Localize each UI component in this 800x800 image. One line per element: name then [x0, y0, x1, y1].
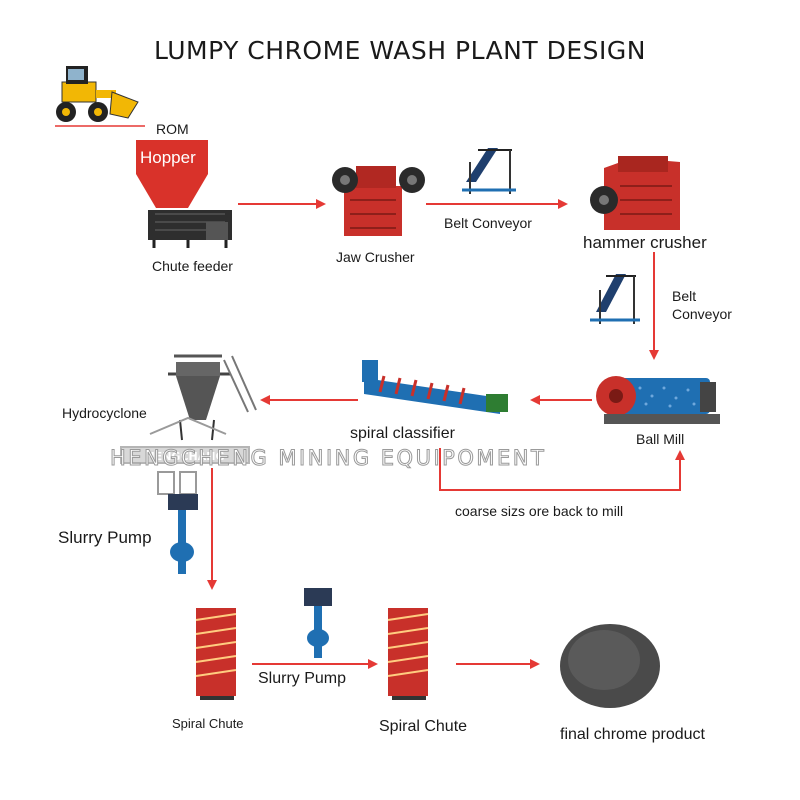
page-title: LUMPY CHROME WASH PLANT DESIGN — [154, 36, 646, 65]
arrow-coarse-return-loop — [439, 448, 685, 491]
label-coarse-return: coarse sizs ore back to mill — [455, 503, 624, 519]
spiral-chute-icon — [195, 608, 237, 700]
slurry-pump-icon — [304, 588, 332, 658]
hydrocyclone-icon — [168, 354, 257, 441]
svg-text:HENGCHANG: HENGCHANG — [146, 450, 225, 463]
label-slurry-pump-2: Slurry Pump — [258, 670, 347, 687]
label-final-product: final chrome product — [560, 726, 705, 743]
company-logo: HENGCHANG — [120, 416, 250, 495]
chute-feeder-icon — [148, 210, 232, 248]
slurry-pump-icon — [168, 494, 198, 574]
jaw-crusher-icon — [332, 166, 425, 236]
wheel-loader-icon — [55, 66, 145, 127]
label-ball-mill: Ball Mill — [636, 431, 685, 447]
label-spiral-chute-2: Spiral Chute — [379, 718, 468, 735]
label-jaw-crusher: Jaw Crusher — [336, 249, 415, 265]
label-rom: ROM — [156, 121, 189, 137]
label-hammer-crusher: hammer crusher — [583, 233, 707, 252]
watermark-text: HENGCHENG MINING EQUIPOMENT — [109, 446, 547, 471]
spiral-classifier-icon — [362, 360, 508, 414]
chrome-product-pile-icon — [560, 624, 660, 708]
label-belt-conveyor-1: Belt Conveyor — [444, 215, 532, 231]
ball-mill-icon — [596, 376, 720, 424]
label-slurry-pump-1: Slurry Pump — [58, 528, 152, 547]
label-chute-feeder: Chute feeder — [152, 258, 233, 274]
belt-conveyor-icon — [462, 148, 516, 194]
label-belt-conveyor-2: Belt Conveyor — [672, 288, 732, 322]
label-hopper: Hopper — [140, 148, 196, 167]
spiral-chute-icon — [387, 608, 429, 700]
hopper-icon — [136, 140, 208, 208]
label-hydrocyclone: Hydrocyclone — [62, 405, 147, 421]
label-spiral-chute-1: Spiral Chute — [172, 716, 244, 731]
hammer-crusher-icon — [590, 156, 680, 230]
belt-conveyor-icon — [590, 274, 640, 324]
label-spiral-classifier: spiral classifier — [350, 425, 455, 442]
